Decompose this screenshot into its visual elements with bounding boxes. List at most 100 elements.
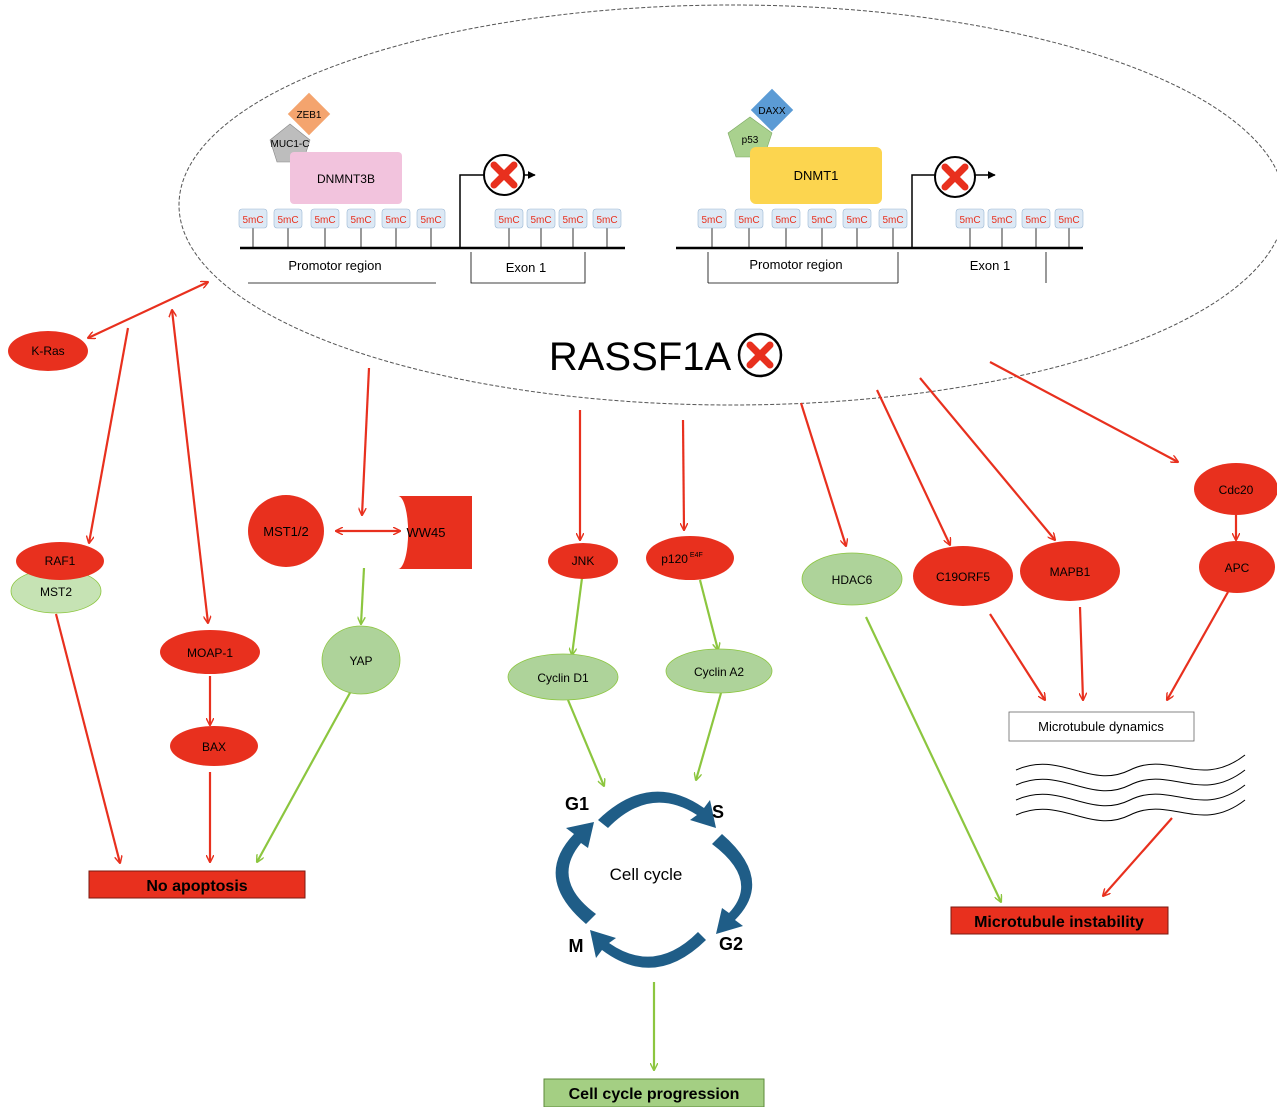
cell-cycle-label: Cell cycle (610, 865, 683, 884)
svg-text:5mC: 5mC (846, 215, 867, 226)
svg-text:5mC: 5mC (991, 215, 1012, 226)
microtubule-dynamics: Microtubule dynamics (1008, 711, 1195, 742)
node-c19orf5: C19ORF5 (913, 546, 1013, 606)
mark-5mc: 5mC (416, 208, 446, 229)
rassf1a-title: RASSF1A (549, 335, 732, 379)
outcome-cell-cycle-progression: Cell cycle progression (543, 1078, 765, 1107)
svg-text:No apoptosis: No apoptosis (146, 878, 247, 895)
promoter-marks-left: 5mC 5mC 5mC 5mC 5mC 5mC (238, 208, 446, 248)
microtubule-waves (1015, 754, 1246, 822)
arrows (54, 282, 1236, 1070)
node-apc: APC (1199, 541, 1275, 593)
svg-text:5mC: 5mC (882, 215, 903, 226)
cell-cycle-arrows (555, 791, 753, 968)
svg-text:Cyclin D1: Cyclin D1 (537, 671, 589, 685)
gene-right: DAXX p53 DNMT1 5mC 5mC 5mC 5mC 5mC 5mC (676, 88, 1084, 284)
mark-5mc: 5mC (734, 208, 764, 229)
promoter-marks-right: 5mC 5mC 5mC 5mC 5mC 5mC (697, 208, 908, 248)
rassf1a-silenced-icon (737, 332, 783, 378)
zeb1-shape (287, 92, 331, 136)
svg-text:MAPB1: MAPB1 (1050, 565, 1091, 579)
cell-cycle: Cell cycle G1 S G2 M (555, 791, 753, 968)
mark-5mc: 5mC (807, 208, 837, 229)
mark-5mc: 5mC (842, 208, 872, 229)
svg-text:Microtubule dynamics: Microtubule dynamics (1038, 719, 1164, 734)
svg-text:5mC: 5mC (498, 215, 519, 226)
svg-text:WW45: WW45 (407, 525, 446, 540)
dnmt1-box (750, 147, 882, 204)
node-raf1: RAF1 (16, 542, 104, 580)
daxx-label: DAXX (758, 106, 786, 117)
svg-text:5mC: 5mC (420, 215, 441, 226)
exon-marks-left: 5mC 5mC 5mC 5mC (494, 208, 622, 248)
svg-text:JNK: JNK (572, 554, 595, 568)
svg-text:MST1/2: MST1/2 (263, 524, 309, 539)
mark-5mc: 5mC (346, 208, 376, 229)
svg-text:5mC: 5mC (596, 215, 617, 226)
exon-marks-right: 5mC 5mC 5mC 5mC (955, 208, 1084, 248)
svg-text:5mC: 5mC (385, 215, 406, 226)
mark-5mc: 5mC (310, 208, 340, 229)
node-cyclin-a2: Cyclin A2 (665, 648, 773, 694)
svg-text:Cdc20: Cdc20 (1219, 483, 1254, 497)
svg-text:5mC: 5mC (811, 215, 832, 226)
svg-text:5mC: 5mC (277, 215, 298, 226)
exon-label-left: Exon 1 (506, 260, 546, 275)
mark-5mc: 5mC (771, 208, 801, 229)
outcome-no-apoptosis: No apoptosis (88, 870, 306, 899)
gene-left: ZEB1 MUC1-C DNMNT3B 5mC 5mC 5mC 5mC 5mC … (238, 92, 625, 284)
node-yap: YAP (321, 625, 401, 695)
svg-text:5mC: 5mC (1058, 215, 1079, 226)
svg-text:YAP: YAP (349, 654, 372, 668)
node-mst12: MST1/2 (248, 495, 324, 567)
zeb1-label: ZEB1 (296, 110, 321, 121)
svg-text:5mC: 5mC (738, 215, 759, 226)
node-cyclin-d1: Cyclin D1 (507, 653, 619, 701)
node-ww45: WW45 (398, 496, 472, 569)
svg-text:5mC: 5mC (959, 215, 980, 226)
blocked-transcription-icon (483, 154, 525, 196)
node-mst2: MST2 (10, 568, 102, 614)
promoter-label-left: Promotor region (288, 258, 381, 273)
phase-s: S (712, 802, 724, 822)
dnmnt3b-label: DNMNT3B (317, 172, 375, 186)
svg-text:K-Ras: K-Ras (31, 344, 64, 358)
mark-5mc: 5mC (955, 208, 985, 229)
dnmt1-label: DNMT1 (794, 168, 839, 183)
exon-box-left (470, 252, 586, 284)
mark-5mc: 5mC (1021, 208, 1051, 229)
mark-5mc: 5mC (592, 208, 622, 229)
mark-5mc: 5mC (526, 208, 556, 229)
svg-text:Cell cycle progression: Cell cycle progression (569, 1086, 740, 1103)
svg-text:5mC: 5mC (314, 215, 335, 226)
svg-text:RAF1: RAF1 (45, 554, 76, 568)
svg-text:C19ORF5: C19ORF5 (936, 570, 990, 584)
svg-text:5mC: 5mC (1025, 215, 1046, 226)
promoter-ellipse (178, 4, 1277, 406)
node-mapb1: MAPB1 (1020, 541, 1120, 601)
mark-5mc: 5mC (494, 208, 524, 229)
phase-g1: G1 (565, 794, 589, 814)
mark-5mc: 5mC (381, 208, 411, 229)
outcome-microtubule-instability: Microtubule instability (950, 906, 1169, 935)
mark-5mc: 5mC (1054, 208, 1084, 229)
svg-text:MST2: MST2 (40, 585, 72, 599)
node-cdc20: Cdc20 (1194, 463, 1277, 515)
svg-text:HDAC6: HDAC6 (832, 573, 873, 587)
dnmnt3b-box (290, 152, 402, 204)
svg-text:5mC: 5mC (242, 215, 263, 226)
node-moap1: MOAP-1 (160, 630, 260, 674)
svg-text:5mC: 5mC (775, 215, 796, 226)
svg-text:Cyclin A2: Cyclin A2 (694, 665, 744, 679)
p53-label: p53 (742, 135, 759, 146)
svg-text:5mC: 5mC (701, 215, 722, 226)
promoter-label-right: Promotor region (749, 257, 842, 272)
phase-m: M (569, 936, 584, 956)
node-jnk: JNK (548, 543, 618, 579)
svg-text:APC: APC (1225, 561, 1250, 575)
mark-5mc: 5mC (238, 208, 268, 229)
svg-text:5mC: 5mC (530, 215, 551, 226)
